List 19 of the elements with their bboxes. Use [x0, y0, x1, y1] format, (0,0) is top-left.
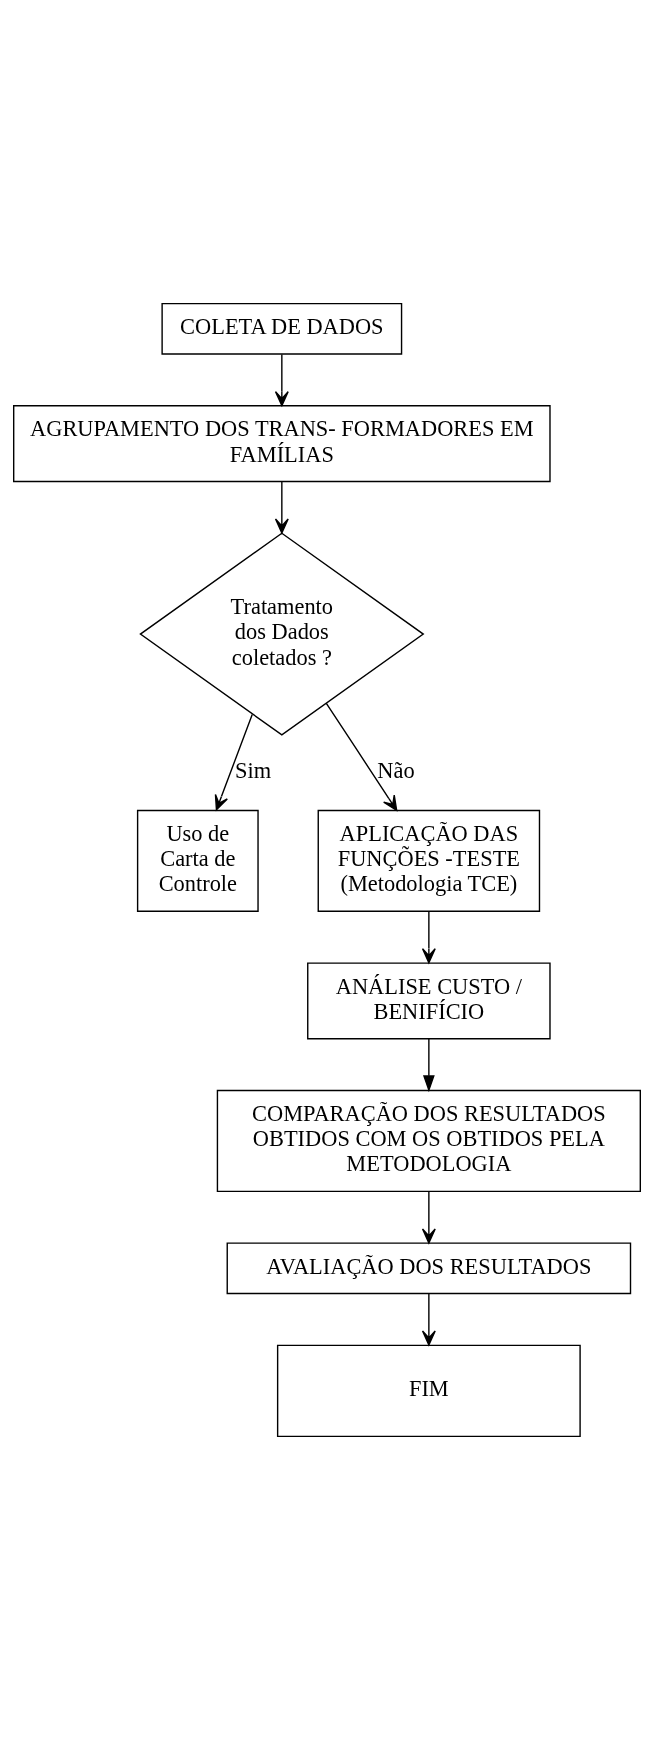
arrow: [214, 713, 253, 811]
arrow: [423, 1037, 435, 1092]
node-box: COMPARAÇÃO DOS RESULTADOS OBTIDOS COM OS OBTIDOS PELA METODOLOGIA: [216, 1089, 641, 1192]
edge-label: Sim: [235, 757, 272, 783]
arrow: [325, 702, 398, 811]
arrow: [274, 480, 289, 534]
node-box: COLETA DE DADOS: [161, 302, 403, 355]
node-box: AGRUPAMENTO DOS TRANS- FORMADORES EM FAMÍLIAS: [13, 404, 551, 482]
arrow: [421, 1190, 436, 1244]
edge-label: Não: [377, 757, 415, 783]
arrow: [421, 1292, 436, 1346]
node-box: FIM: [276, 1344, 581, 1437]
node-box: ANÁLISE CUSTO / BENIFÍCIO: [307, 961, 551, 1039]
node-box: AVALIAÇÃO DOS RESULTADOS: [226, 1241, 632, 1294]
arrow: [274, 353, 289, 406]
arrow: [421, 910, 436, 963]
node-box: APLICAÇÃO DAS FUNÇÕES -TESTE (Metodologia TCE): [317, 809, 541, 912]
node-diamond: Tratamento dos Dados coletados ?: [139, 531, 425, 736]
node-box: Uso de Carta de Controle: [136, 809, 259, 912]
